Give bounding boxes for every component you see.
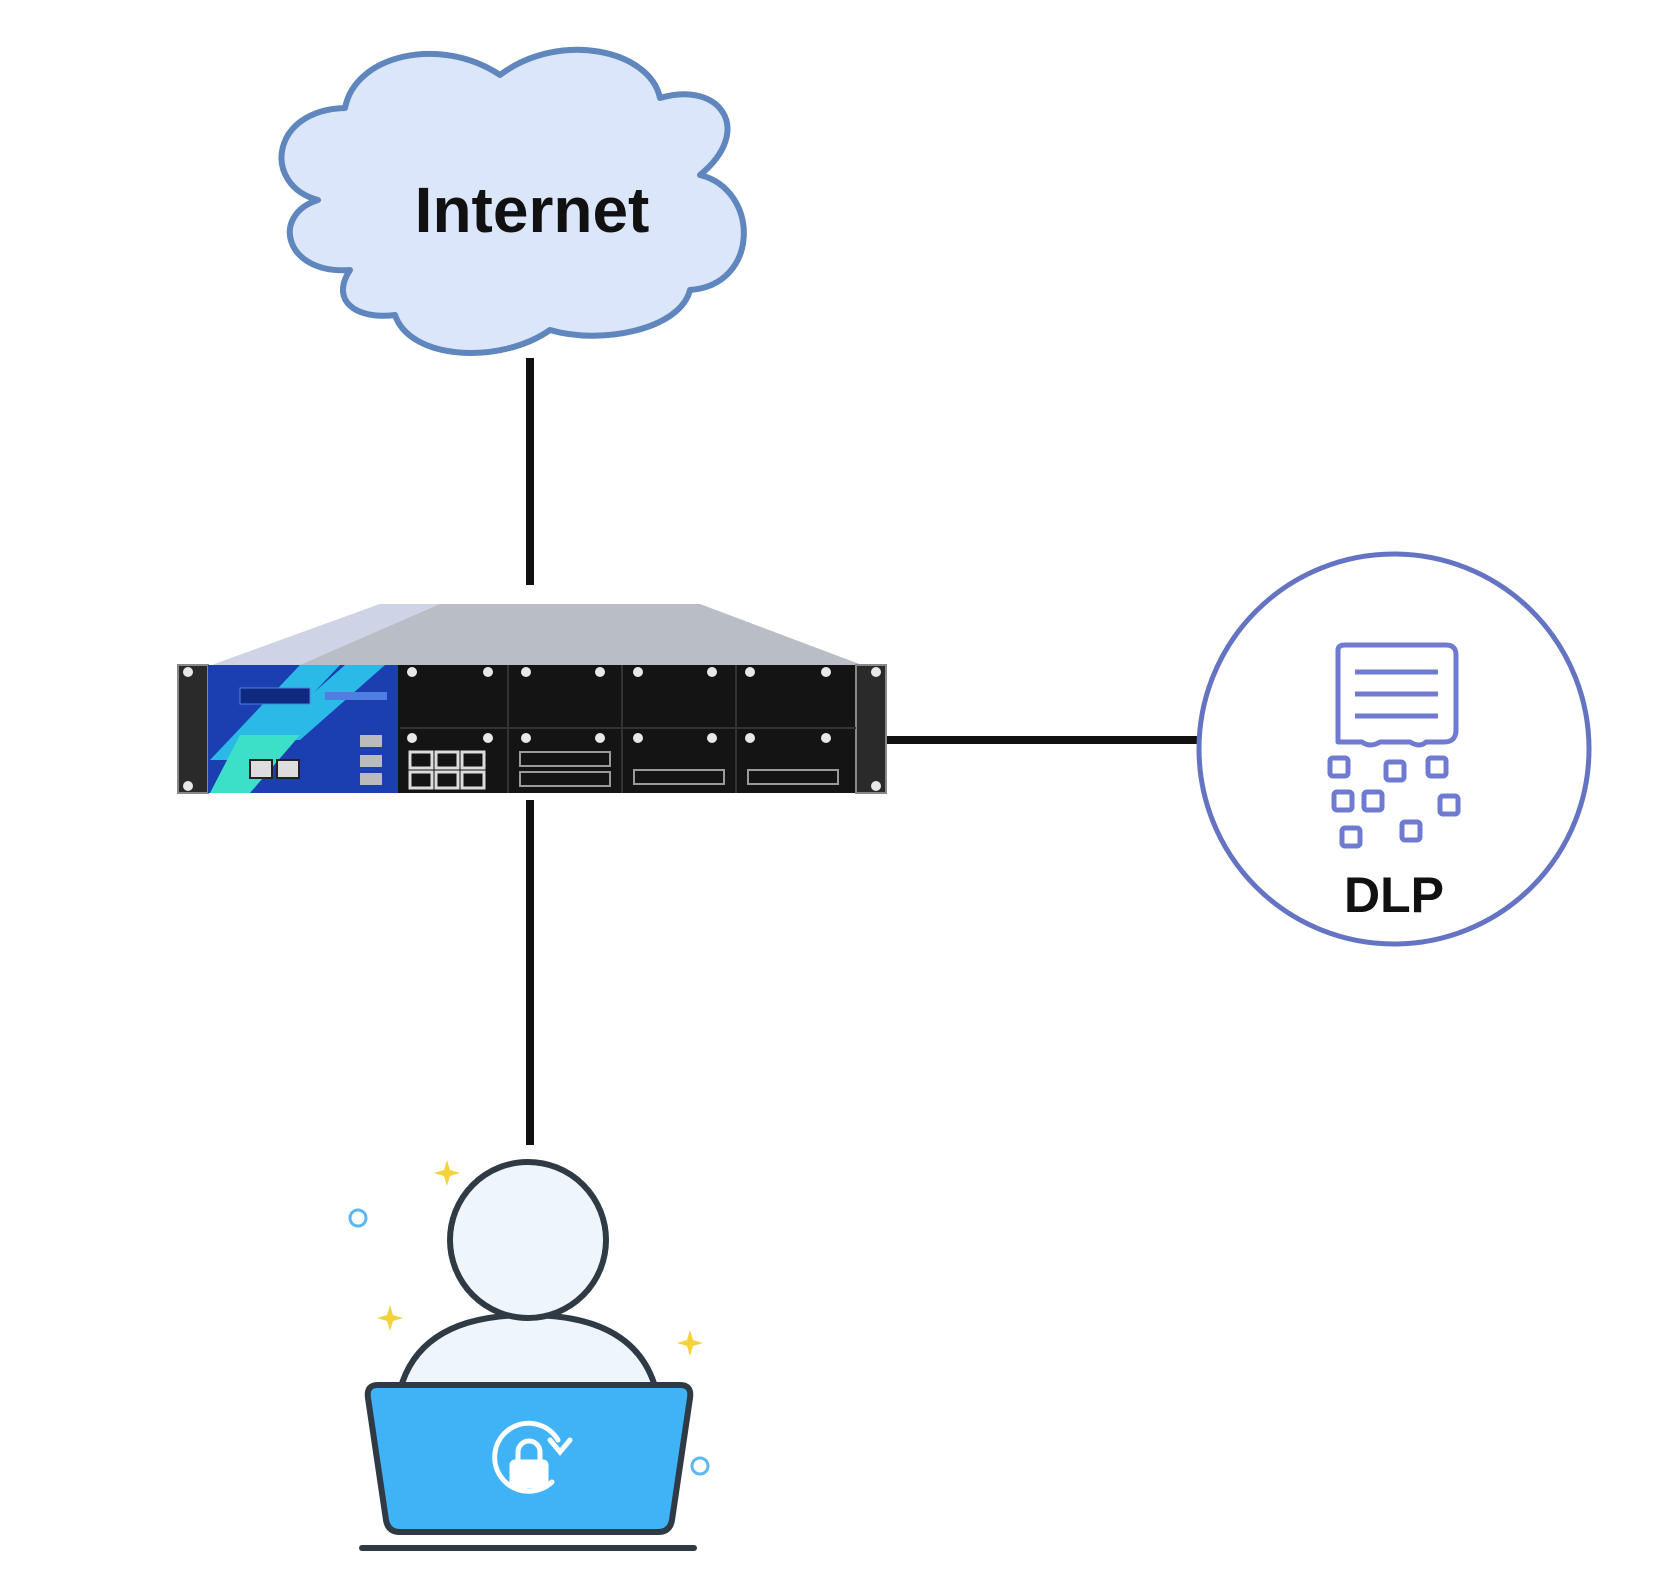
- rack-ear-left: [177, 664, 209, 794]
- sparkle-decorations: [348, 1160, 710, 1476]
- screw: [521, 733, 531, 743]
- dlp-node: DLP: [1196, 551, 1592, 947]
- sparkle-ring: [690, 1456, 710, 1476]
- screw: [633, 733, 643, 743]
- usb-port-2: [360, 755, 382, 767]
- sparkle-star: [434, 1160, 460, 1186]
- screw: [745, 733, 755, 743]
- data-fragment: [1383, 759, 1407, 783]
- eth-port: [434, 770, 460, 790]
- screw: [521, 667, 531, 677]
- data-fragment: [1437, 793, 1461, 817]
- data-fragment: [1399, 819, 1423, 843]
- rack-ear-right: [855, 664, 887, 794]
- sfp-port: [519, 771, 611, 787]
- eth-port: [434, 750, 460, 770]
- firewall-appliance: [177, 604, 887, 794]
- internet-cloud: Internet: [278, 46, 747, 356]
- person-head: [447, 1159, 609, 1321]
- usb-port-1: [360, 735, 382, 747]
- eth-port: [408, 770, 434, 790]
- lock-rotate-icon: [492, 1420, 573, 1494]
- rotate-arrowhead: [547, 1437, 573, 1456]
- user-laptop: [348, 1159, 710, 1551]
- usb-port-3: [360, 773, 382, 785]
- connections: [526, 358, 1203, 1145]
- screw: [183, 781, 193, 791]
- module-screws: [183, 667, 881, 791]
- rotate-arc: [492, 1420, 561, 1494]
- person-body: [397, 1312, 659, 1393]
- screw: [595, 667, 605, 677]
- laptop-icon: [364, 1382, 694, 1535]
- mgmt-port-1: [249, 759, 273, 779]
- screw: [871, 781, 881, 791]
- brand-display: [239, 687, 311, 705]
- data-fragment: [1361, 789, 1385, 813]
- sparkle-ring: [348, 1208, 368, 1228]
- sparkle-star: [377, 1305, 403, 1331]
- brand-stripe-2: [260, 665, 385, 740]
- eth-port: [460, 770, 486, 790]
- screw: [707, 667, 717, 677]
- screw: [595, 733, 605, 743]
- screw: [821, 667, 831, 677]
- internet-label: Internet: [415, 174, 650, 246]
- screw: [871, 667, 881, 677]
- screw: [407, 667, 417, 677]
- sfp-ports: [519, 751, 839, 787]
- cloud-icon: [278, 46, 747, 356]
- screw: [821, 733, 831, 743]
- lock-body: [509, 1459, 549, 1489]
- screw: [183, 667, 193, 677]
- eth-port: [408, 750, 434, 770]
- data-fragment: [1327, 755, 1351, 779]
- data-fragment: [1339, 825, 1363, 849]
- sfp-port: [747, 769, 839, 785]
- screw: [745, 667, 755, 677]
- document-outline: [1335, 642, 1459, 748]
- sfp-port: [633, 769, 725, 785]
- dlp-label: DLP: [1344, 867, 1444, 923]
- eth-port: [460, 750, 486, 770]
- mgmt-port-2: [276, 759, 300, 779]
- ethernet-ports: [408, 750, 486, 790]
- dlp-document-icon: [1327, 642, 1461, 849]
- dlp-circle: [1196, 551, 1592, 947]
- screw: [707, 733, 717, 743]
- appliance-top-highlight: [212, 604, 440, 665]
- screw: [633, 667, 643, 677]
- data-fragment: [1425, 755, 1449, 779]
- lock-shackle: [515, 1438, 543, 1465]
- data-fragment: [1331, 789, 1355, 813]
- screw: [483, 733, 493, 743]
- brand-display-2: [325, 692, 387, 700]
- screw: [483, 667, 493, 677]
- sfp-port: [519, 751, 611, 767]
- sparkle-star: [677, 1330, 703, 1356]
- screw: [407, 733, 417, 743]
